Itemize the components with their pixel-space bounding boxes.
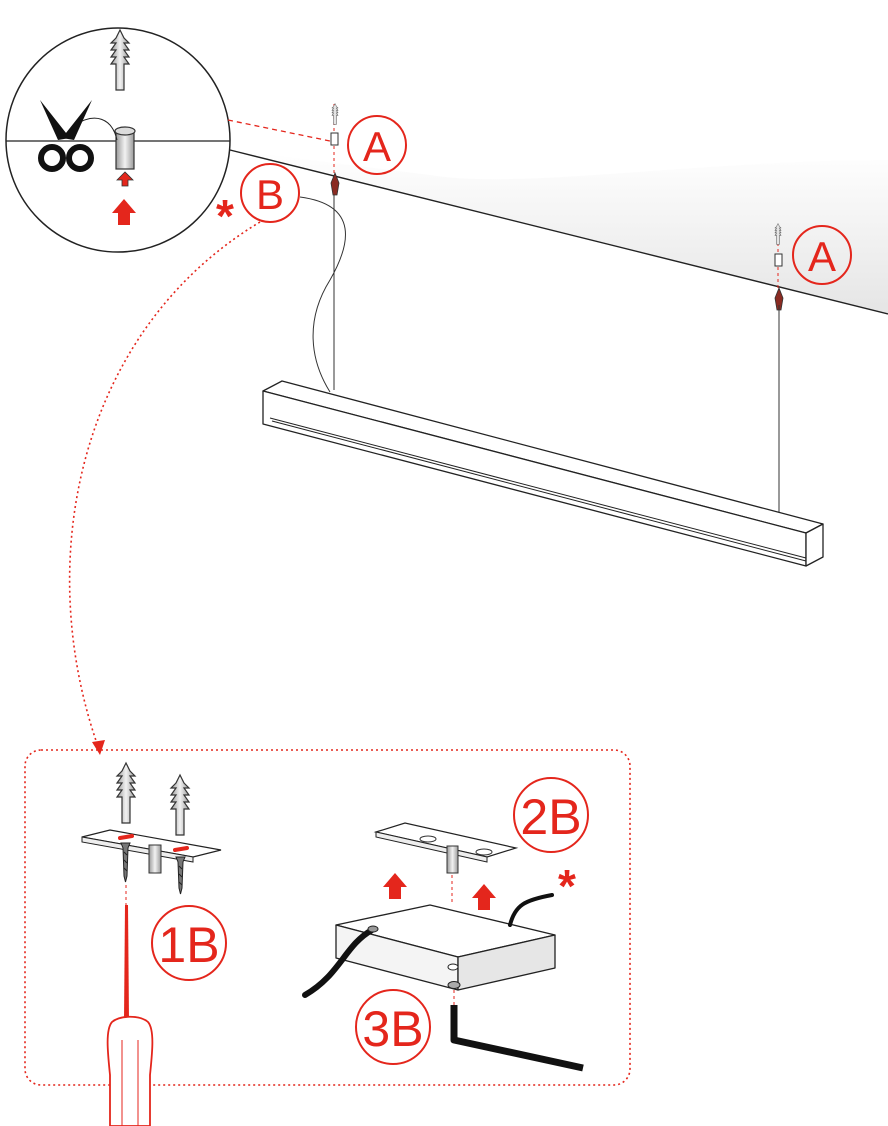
- label-2b: 2B: [520, 789, 581, 845]
- label-a-left-ring: [347, 115, 407, 175]
- scissors-icon: [38, 100, 94, 172]
- canopy-box: [335, 904, 556, 991]
- wall-plug-icon: [116, 762, 136, 824]
- allen-key-icon: [447, 963, 584, 1072]
- label-1b-ring: [151, 905, 227, 981]
- label-b: B: [256, 171, 284, 218]
- canopy-cables: [302, 893, 554, 998]
- label-2b-ring: [513, 777, 589, 853]
- asterisk-2b: *: [558, 860, 576, 912]
- detail-box: [24, 749, 631, 1086]
- label-1b: 1B: [158, 917, 219, 973]
- up-arrow-icon: [383, 873, 407, 899]
- label-3b: 3B: [362, 1001, 423, 1057]
- zoom-detail: [5, 27, 231, 253]
- ceiling-cup-icon: [114, 126, 136, 187]
- connector-arrowhead: [92, 740, 105, 755]
- step-1b-bracket: [81, 762, 222, 905]
- feed-cable: [299, 196, 346, 393]
- label-a-right-ring: [792, 225, 852, 285]
- label-a-left: A: [363, 123, 391, 170]
- screw-icon: [120, 842, 186, 895]
- label-a-right: A: [808, 233, 836, 280]
- ceiling: [229, 149, 888, 315]
- asterisk-b: *: [216, 190, 234, 242]
- up-arrow-icon: [472, 884, 496, 910]
- label-3b-ring: [355, 989, 431, 1065]
- label-b-ring: [240, 163, 300, 223]
- detail-connector: [68, 221, 261, 753]
- wall-plug-icon: [170, 774, 190, 836]
- linear-luminaire: [262, 380, 824, 567]
- screwdriver-icon: [106, 905, 154, 1126]
- step-2b-bracket: [373, 822, 519, 910]
- anchor-right: [774, 223, 784, 518]
- anchor-left: [330, 103, 340, 390]
- zoom-leader: [227, 119, 331, 142]
